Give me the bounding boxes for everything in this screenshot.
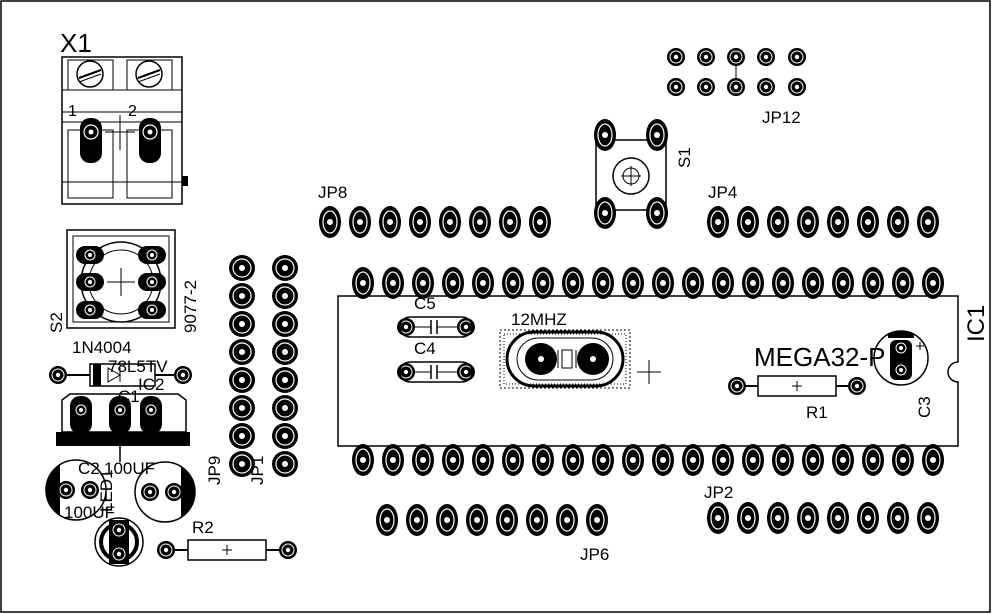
c3-label: C3	[915, 396, 934, 418]
s2-part-label: 9077-2	[181, 280, 200, 333]
mcu-label: MEGA32-P	[754, 342, 886, 372]
jp6-header	[375, 503, 609, 537]
x1-terminal-block	[61, 56, 188, 205]
jp12-header	[666, 47, 807, 97]
jp8-header	[318, 205, 552, 239]
x1-pin2-label: 2	[128, 103, 137, 120]
crystal-12mhz	[499, 329, 661, 389]
jp2-label: JP2	[704, 483, 733, 502]
led1	[94, 517, 144, 567]
jp8-label: JP8	[318, 183, 347, 202]
jp1-label: JP1	[248, 456, 267, 485]
c4-label: C4	[414, 339, 436, 358]
ic1-mcu	[337, 266, 959, 477]
c2-label: C2	[78, 459, 100, 478]
c4-capacitor	[396, 361, 476, 383]
c3-capacitor	[873, 330, 929, 386]
c1-capacitor	[134, 461, 196, 523]
c2-capacitor	[45, 459, 107, 521]
reg-label: 78L5TV	[108, 357, 168, 376]
jp9-header	[228, 254, 256, 478]
jp2-header	[706, 501, 940, 535]
s2-switch	[66, 229, 176, 329]
jp9-label: JP9	[205, 456, 224, 485]
x1-pin1-label: 1	[68, 103, 77, 120]
led-label: LED1	[97, 469, 116, 512]
d1-diode	[48, 363, 193, 387]
jp6-label: JP6	[580, 545, 609, 564]
r1-label: R1	[806, 403, 828, 422]
s2-label: S2	[47, 312, 66, 333]
d1-label: 1N4004	[72, 338, 132, 357]
jp4-label: JP4	[708, 183, 737, 202]
jp1-header	[271, 254, 299, 478]
s1-switch	[593, 118, 669, 230]
c1-label: C1	[118, 387, 140, 406]
c5-capacitor	[396, 316, 476, 338]
c2-value-label: 100UF	[64, 503, 115, 522]
c1-value-label: 100UF	[104, 459, 155, 478]
ic2-regulator	[56, 393, 190, 462]
ic1-label: IC1	[963, 305, 990, 342]
ic2-label: IC2	[138, 375, 164, 394]
x1-label: X1	[60, 28, 92, 58]
s1-label: S1	[675, 147, 694, 168]
crystal-label: 12MHZ	[511, 310, 567, 329]
jp12-label: JP12	[762, 108, 801, 127]
c5-label: C5	[414, 294, 436, 313]
jp4-header	[706, 205, 940, 239]
r2-label: R2	[192, 518, 214, 537]
r2-resistor	[156, 539, 298, 561]
r1-resistor	[727, 375, 867, 397]
